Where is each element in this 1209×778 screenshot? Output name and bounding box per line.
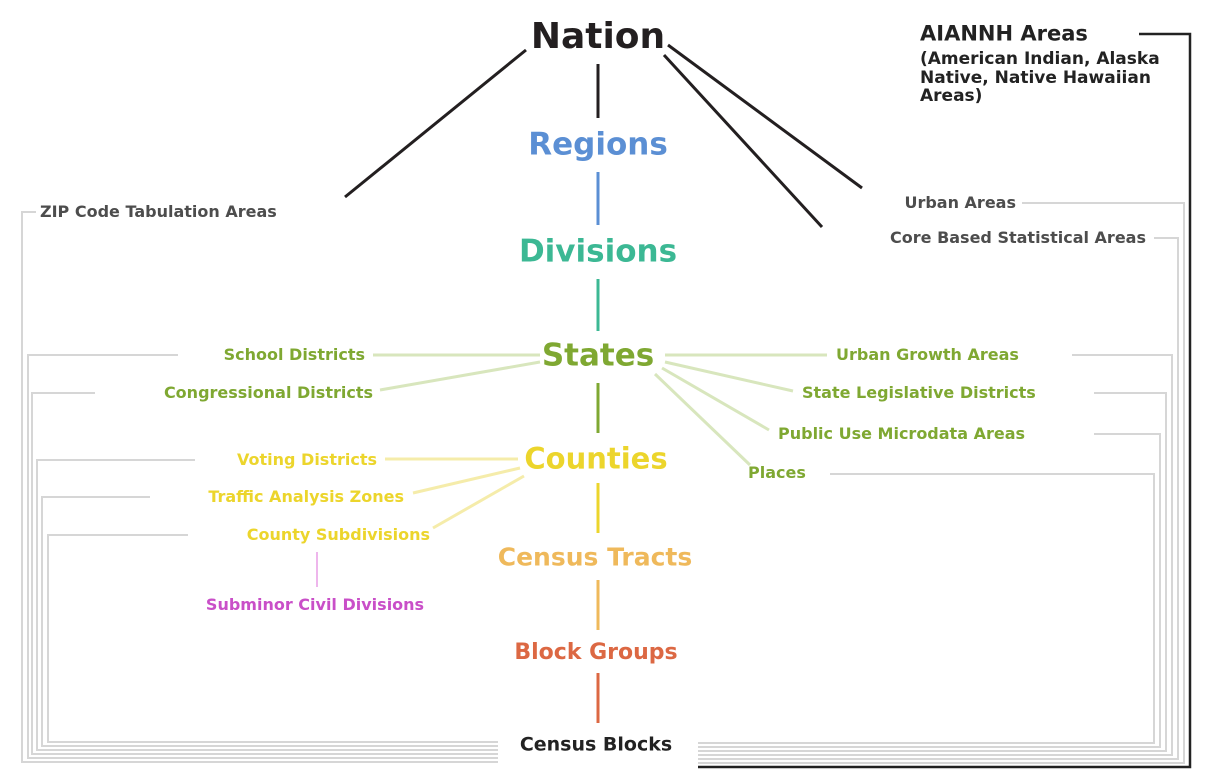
node-urban-growth-areas: Urban Growth Areas <box>836 345 1019 364</box>
node-urban-areas: Urban Areas <box>904 193 1016 212</box>
uga-blocks-connector <box>698 354 1173 756</box>
sld-blocks-connector <box>698 392 1167 752</box>
aiannh-connector <box>698 32 1192 769</box>
node-divisions: Divisions <box>518 233 678 270</box>
node-county-subdivisions: County Subdivisions <box>246 525 430 544</box>
node-zcta: ZIP Code Tabulation Areas <box>40 202 277 221</box>
node-cbsa: Core Based Statistical Areas <box>890 228 1146 247</box>
voting-blocks-connector <box>36 459 498 751</box>
states-sld-line <box>664 360 794 393</box>
nation-cbsa-line <box>662 53 824 229</box>
node-block-groups: Block Groups <box>514 640 678 665</box>
school-blocks-connector <box>27 354 498 759</box>
node-states: States <box>541 337 655 374</box>
node-traffic-analysis-zones: Traffic Analysis Zones <box>208 487 404 506</box>
node-subminor-civil-divisions: Subminor Civil Divisions <box>205 595 425 614</box>
counties-taz-line <box>412 466 521 495</box>
taz-blocks-connector <box>41 496 498 747</box>
congressional-blocks-connector <box>31 392 498 755</box>
node-puma: Public Use Microdata Areas <box>778 424 1026 443</box>
node-state-legislative-districts: State Legislative Districts <box>802 383 1036 402</box>
node-school-districts: School Districts <box>223 345 365 364</box>
nation-urban-areas-line <box>667 43 863 190</box>
node-census-blocks: Census Blocks <box>519 733 673 756</box>
node-aiannh-title: AIANNH Areas <box>920 21 1088 46</box>
node-places: Places <box>748 463 806 482</box>
node-counties: Counties <box>524 441 668 476</box>
counties-cousub-line <box>432 474 525 530</box>
cousub-blocks-connector <box>47 534 498 743</box>
node-aiannh-subtitle: (American Indian, Alaska Native, Native … <box>920 49 1160 107</box>
node-census-tracts: Census Tracts <box>497 542 693 572</box>
states-congressional-line <box>379 360 541 392</box>
zcta-blocks-connector <box>21 211 498 763</box>
node-voting-districts: Voting Districts <box>236 450 377 469</box>
node-congressional-districts: Congressional Districts <box>163 383 373 402</box>
urban-areas-blocks-connector <box>698 202 1185 764</box>
states-puma-line <box>661 366 770 432</box>
states-places-line <box>653 372 752 467</box>
node-nation: Nation <box>530 16 666 57</box>
node-regions: Regions <box>528 126 668 163</box>
puma-blocks-connector <box>698 433 1161 748</box>
cbsa-blocks-connector <box>698 237 1179 760</box>
places-blocks-connector <box>698 473 1155 744</box>
nation-zcta-line <box>344 48 527 199</box>
